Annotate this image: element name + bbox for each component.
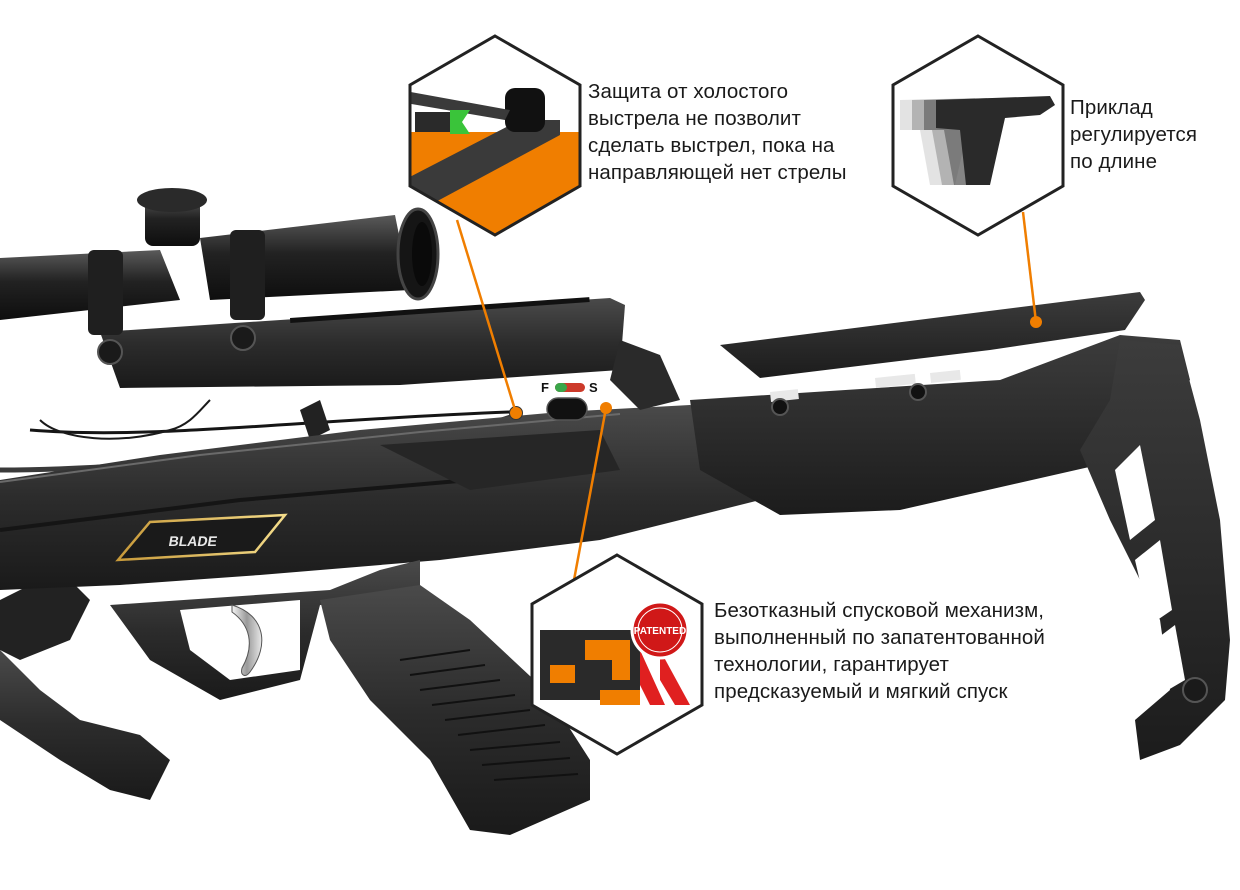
patented-trigger-icon: PATENTED [530, 553, 704, 756]
safety-f-label: F [541, 380, 549, 395]
safety-switch-body [546, 397, 588, 421]
string-suppressor [300, 400, 330, 440]
patented-badge: PATENTED [634, 626, 686, 637]
safety-s-label: S [589, 380, 598, 395]
stock-cutouts [1115, 445, 1185, 690]
bow-string [29, 410, 511, 435]
barrel-top-highlight [0, 413, 621, 483]
stock-cheek-rest [720, 292, 1145, 378]
stock-sling-swivel [1182, 677, 1208, 703]
leader-dot-trigger [600, 402, 612, 414]
stock-icon-solid [936, 96, 1055, 185]
logo-text: BLADE [167, 533, 218, 549]
stock-screw-1 [771, 398, 789, 416]
stock-caption: Приклад регулируется по длине [1070, 96, 1198, 173]
front-limb [0, 650, 170, 800]
barrel-groove [0, 478, 471, 532]
stock-slots [770, 369, 961, 402]
stock-tube [690, 335, 1190, 515]
stock-screw-2 [909, 383, 927, 401]
rail-slots [290, 297, 590, 323]
trigger-blade [231, 604, 263, 676]
trigger-caption: Безотказный спусковой механизм, выполнен… [714, 599, 1045, 703]
scope-ring-rear [88, 250, 123, 335]
pistol-grip [320, 585, 590, 835]
trigger-opening [180, 600, 300, 680]
safety-indicator-green [555, 383, 567, 392]
dry-fire-safety-icon [408, 34, 582, 237]
logo-plate [115, 513, 288, 562]
grip-texture [399, 649, 579, 781]
rail-front [610, 340, 680, 410]
picatinny-rail [100, 298, 625, 388]
patented-seal [630, 600, 690, 660]
scope-ring-front [230, 230, 265, 320]
ring-screw-front [230, 325, 256, 351]
leader-lines [455, 211, 1038, 581]
leader-dot-dry-fire [510, 407, 522, 419]
barrel-ridge [380, 430, 620, 490]
limb-cam [0, 570, 90, 660]
leader-dot-stock [1030, 316, 1042, 328]
ring-screw-rear [97, 339, 123, 365]
dry-fire-caption: Защита от холостого выстрела не позволит… [588, 80, 847, 184]
adjustable-stock-icon [891, 34, 1065, 237]
cable-loop [39, 399, 211, 440]
